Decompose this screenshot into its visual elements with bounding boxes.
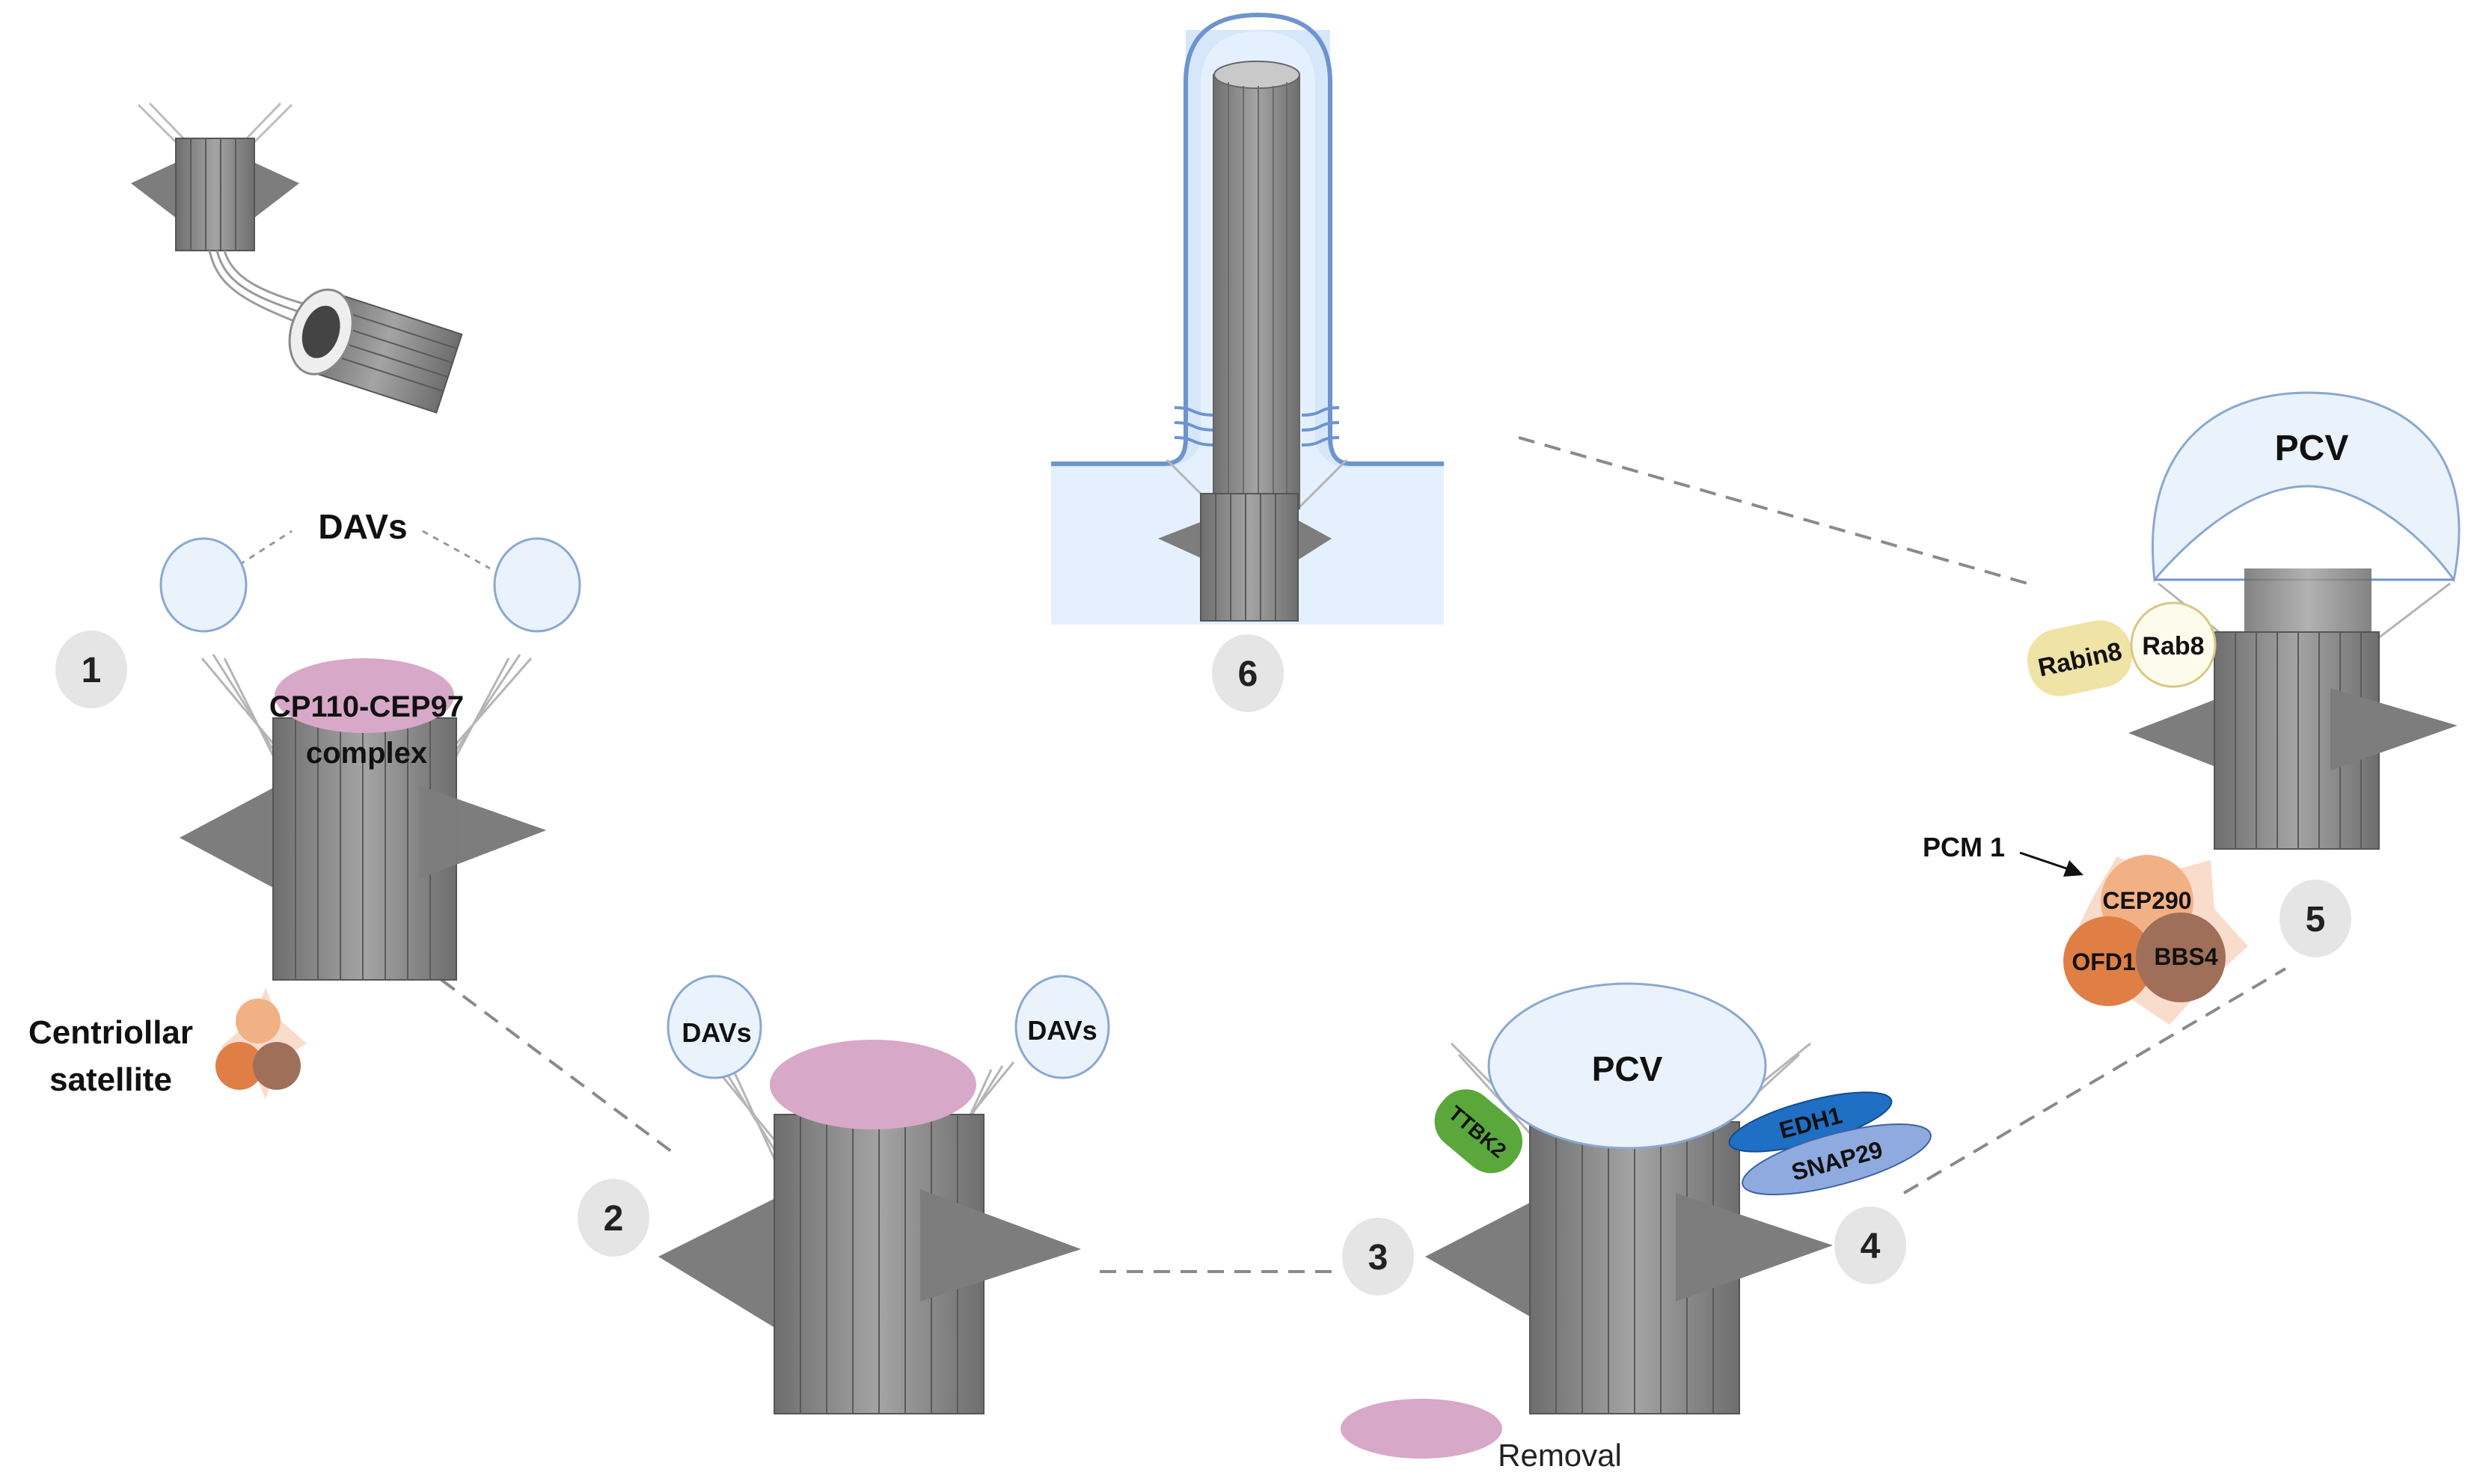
connector-lines xyxy=(440,436,2287,1273)
davs-label-left: DAVs xyxy=(682,1017,751,1048)
complex-label-line2: complex xyxy=(306,737,427,770)
removed-complex xyxy=(1341,1399,1502,1459)
paired-centrioles xyxy=(131,102,463,414)
svg-text:3: 3 xyxy=(1368,1238,1388,1278)
stage-1: DAVs CP110-CEP97 complex xyxy=(159,507,581,981)
step-marker-4: 4 xyxy=(1834,1206,1906,1284)
removal-label: Removal xyxy=(1498,1438,1622,1473)
ttbk2-protein xyxy=(1434,1089,1522,1174)
dav-vesicle-right xyxy=(1014,975,1110,1079)
svg-text:4: 4 xyxy=(1861,1227,1881,1266)
stage-2: DAVs DAVs xyxy=(658,975,1110,1414)
centriolar-satellite: Centriollar satellite xyxy=(28,987,307,1100)
dav-vesicle-left xyxy=(159,537,248,633)
pcv-label: PCV xyxy=(1592,1049,1663,1088)
step-marker-6: 6 xyxy=(1212,634,1284,712)
step-marker-3: 3 xyxy=(1342,1218,1414,1296)
step-marker-1: 1 xyxy=(55,631,127,708)
step-marker-2: 2 xyxy=(578,1179,649,1257)
step-marker-5: 5 xyxy=(2279,880,2351,957)
stage-3-4: PCV TTBK2 EDH1 SNAP29 Removal xyxy=(1341,982,1932,1473)
bbs4-label: BBS4 xyxy=(2154,943,2218,970)
ofd1-protein xyxy=(2063,916,2153,1006)
complex-label-line1: CP110-CEP97 xyxy=(269,690,464,723)
stage-5: PCV Rabin8 Rab8 PCM 1 C xyxy=(1923,391,2461,1025)
davs-label-right: DAVs xyxy=(1027,1015,1097,1046)
basal-body xyxy=(1200,493,1299,622)
satellite-label-line1: Centriollar xyxy=(28,1014,193,1051)
pcm1-label: PCM 1 xyxy=(1923,832,2005,862)
ofd1-label: OFD1 xyxy=(2072,948,2135,975)
davs-label: DAVs xyxy=(318,507,407,546)
dav-vesicle-left xyxy=(667,975,762,1079)
snap29-protein xyxy=(1742,1123,1932,1196)
svg-text:1: 1 xyxy=(82,651,102,690)
svg-text:2: 2 xyxy=(604,1199,624,1239)
svg-text:6: 6 xyxy=(1238,654,1258,694)
stage-6 xyxy=(1051,12,1444,625)
satellite-label-line2: satellite xyxy=(49,1061,172,1098)
dav-vesicle-right xyxy=(493,537,581,633)
pcv-vesicle xyxy=(1487,982,1767,1150)
cp110-cep97-complex xyxy=(770,1040,976,1129)
cep290-label: CEP290 xyxy=(2102,887,2191,914)
bbs4-protein xyxy=(2136,913,2226,1002)
rabin8-protein xyxy=(2027,620,2133,696)
ciliary-membrane xyxy=(1051,12,1444,466)
pcv-label-large: PCV xyxy=(2275,429,2349,468)
pcv-large-vesicle xyxy=(2151,391,2461,583)
rab8-label: Rab8 xyxy=(2142,632,2204,660)
svg-text:5: 5 xyxy=(2306,900,2326,939)
cp110-cep97-complex xyxy=(275,658,454,733)
rab8-protein xyxy=(2130,601,2217,688)
